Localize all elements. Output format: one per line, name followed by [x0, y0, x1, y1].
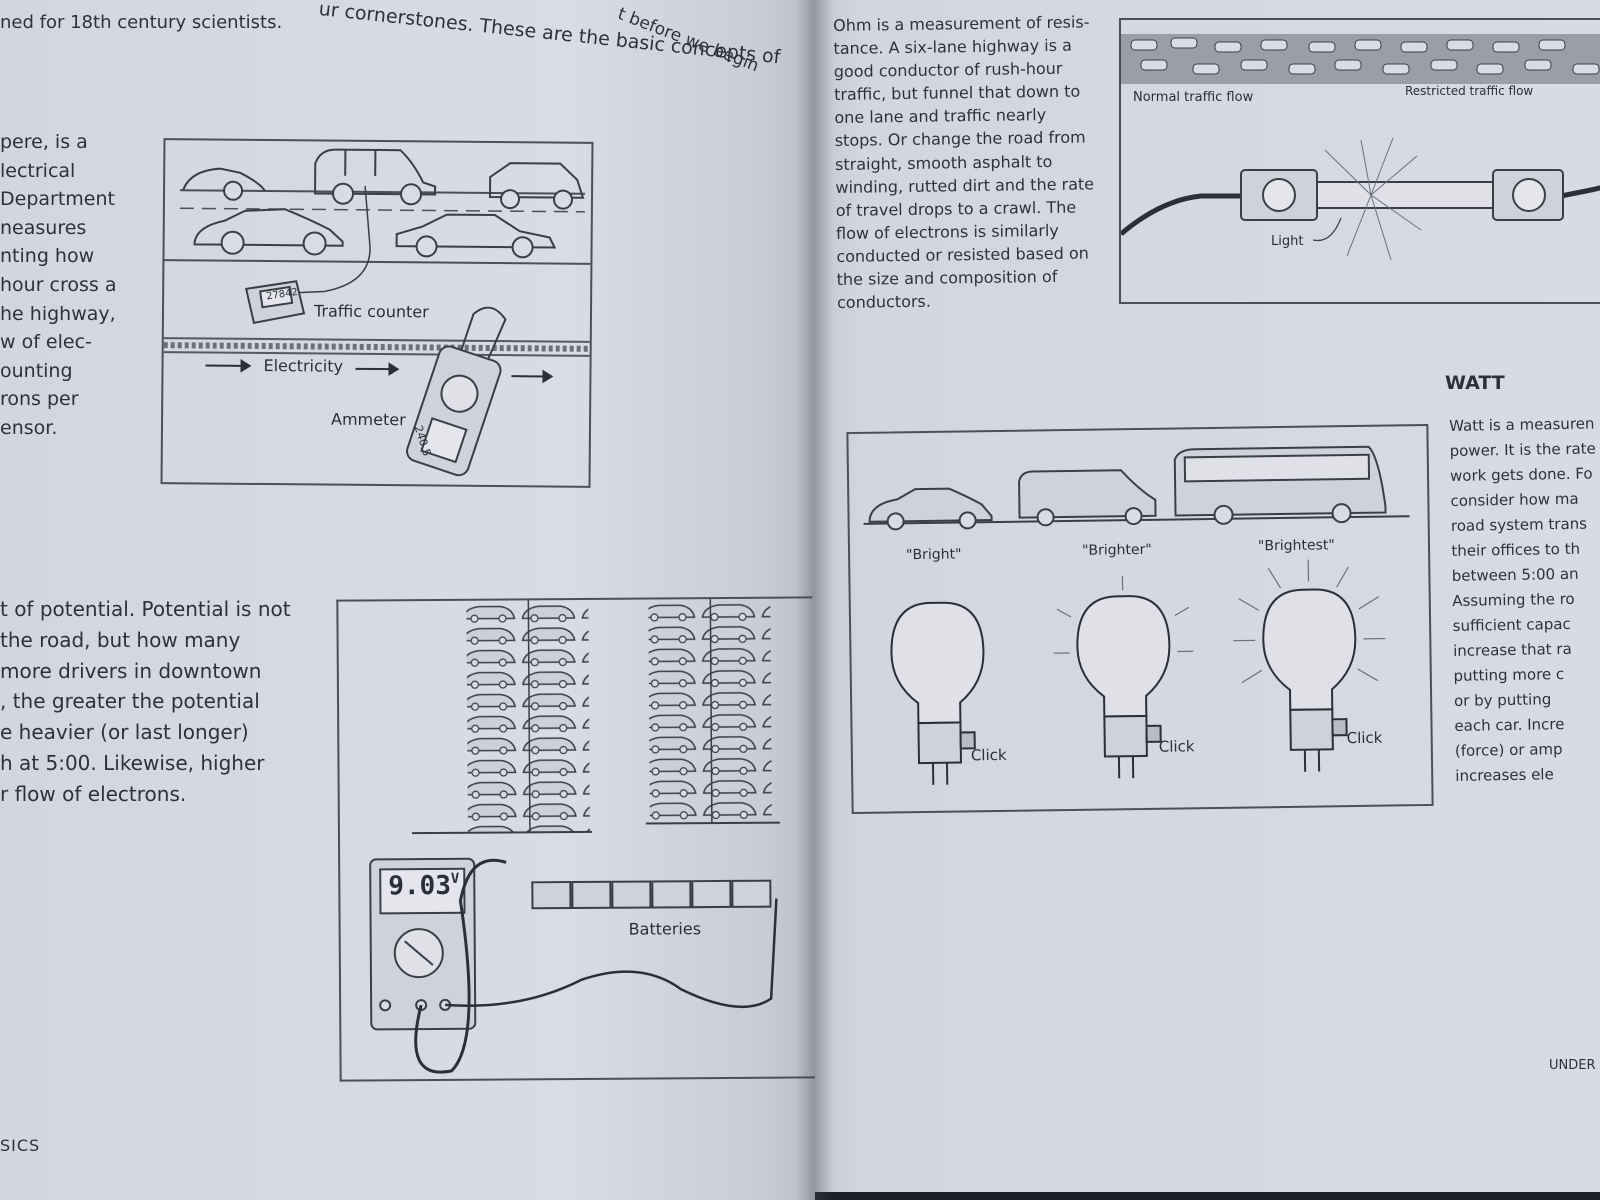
vehicles-and-bulbs-drawing	[863, 445, 1410, 785]
restricted-flow-label: Restricted traffic flow	[1405, 84, 1534, 98]
bright-bulb-icon	[890, 601, 985, 785]
intro-text-2: ned for 18th century scientists.	[0, 12, 283, 33]
resistor-icon	[1240, 169, 1564, 221]
traffic-counter-label: Traffic counter	[313, 301, 429, 322]
brightest-label: "Brightest"	[1257, 537, 1335, 555]
volt-illustration: 9.03V Batteries	[336, 596, 815, 1082]
traffic-flow-drawing	[1121, 34, 1600, 261]
ohm-illustration: Normal traffic flow Restricted traffic f…	[1119, 18, 1600, 304]
left-page: t before we begin ur cornerstones. These…	[0, 0, 815, 1200]
book-gutter	[796, 0, 834, 1200]
car-icon	[868, 487, 993, 531]
van-icon	[1018, 469, 1157, 527]
ammeter-icon	[406, 306, 507, 477]
traffic-counter-icon	[244, 280, 306, 325]
suv-icon	[489, 162, 585, 210]
ampere-illustration: Traffic counter 27842 Electricity Ammete…	[160, 138, 594, 488]
batteries-icon	[531, 879, 772, 910]
meter-unit: V	[450, 870, 460, 887]
right-footer: UNDER	[1549, 1058, 1596, 1073]
highway-drawing	[163, 148, 591, 477]
left-footer: SICS	[0, 1136, 41, 1155]
sports-car-icon	[193, 208, 344, 256]
van-icon	[314, 148, 437, 206]
watt-paragraph: Watt is a measuren power. It is the rate…	[1449, 414, 1596, 785]
brighter-label: "Brighter"	[1081, 541, 1152, 559]
ampere-paragraph: pere, is a lectrical Department neasures…	[0, 131, 117, 439]
meter-reading: 9.03V	[388, 870, 460, 902]
watt-heading: WATT	[1445, 372, 1505, 394]
batteries-label: Batteries	[628, 919, 702, 939]
bright-click-label: Click	[970, 745, 1007, 765]
ohm-paragraph: Ohm is a measurement of resis- tance. A …	[833, 12, 1095, 313]
sedan-icon	[395, 213, 557, 259]
right-page: Ohm is a measurement of resis- tance. A …	[815, 0, 1600, 1192]
cars-and-meter-drawing	[369, 598, 780, 1074]
brighter-bulb-icon	[1076, 595, 1171, 779]
intro-text: ur cornerstones. These are the basic con…	[317, 0, 782, 69]
electricity-label: Electricity	[263, 356, 344, 376]
brighter-click-label: Click	[1158, 737, 1195, 756]
bright-label: "Bright"	[905, 546, 962, 564]
ammeter-label: Ammeter	[330, 409, 406, 430]
watt-illustration: "Bright" "Brighter" "Brightest" Click Cl…	[846, 423, 1434, 815]
normal-flow-label: Normal traffic flow	[1133, 90, 1254, 105]
bus-icon	[1173, 445, 1387, 525]
light-rays-icon	[1324, 137, 1422, 261]
car-icon	[182, 167, 266, 201]
light-label: Light	[1271, 234, 1304, 249]
brightest-click-label: Click	[1346, 728, 1383, 748]
brightest-bulb-icon	[1262, 588, 1357, 772]
volt-paragraph: t of potential. Potential is not the roa…	[0, 597, 291, 806]
